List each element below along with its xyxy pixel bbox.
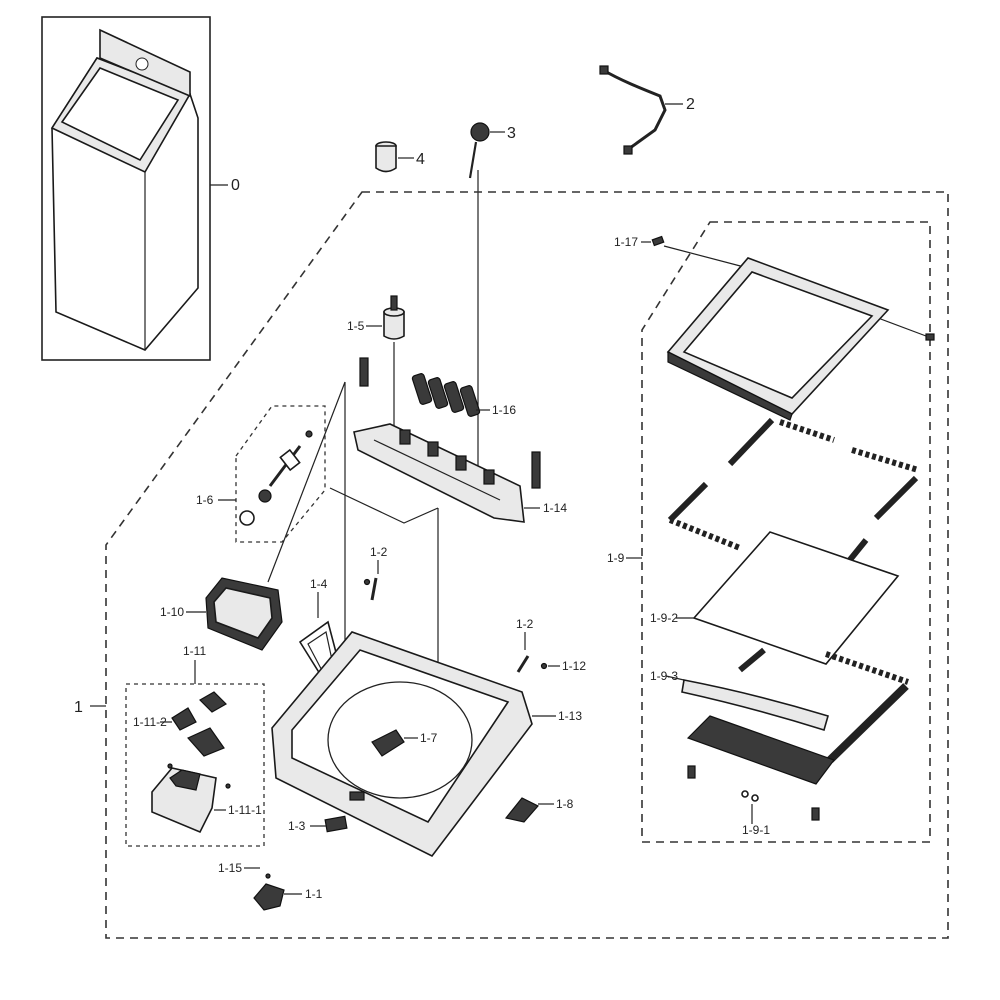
part-4-cap: 4 — [375, 141, 425, 173]
part-1-10: 1-10 — [160, 577, 283, 651]
callout-1-2-lower: 1-2 — [516, 617, 534, 631]
callout-1-7: 1-7 — [420, 731, 438, 745]
callout-1-9-3: 1-9-3 — [650, 669, 678, 683]
callout-1-8: 1-8 — [556, 797, 574, 811]
callout-1-17: 1-17 — [614, 235, 638, 249]
part-1-1: 1-1 — [253, 883, 323, 911]
part-1-14: 1-14 — [353, 423, 567, 680]
part-1-8: 1-8 — [504, 797, 574, 823]
bracket-right — [531, 451, 541, 489]
bracket-left — [359, 357, 369, 387]
callout-1-3: 1-3 — [288, 819, 306, 833]
callout-1-6: 1-6 — [196, 493, 214, 507]
part-1-7: 1-7 — [371, 729, 438, 757]
callout-1-5: 1-5 — [347, 319, 365, 333]
callout-1-16: 1-16 — [492, 403, 516, 417]
part-1-12: 1-12 — [540, 659, 586, 673]
callout-1-9: 1-9 — [607, 551, 625, 565]
callout-4: 4 — [416, 151, 425, 168]
part-1-9-group: 1-9 1-17 1-9-2 1-9-3 — [607, 221, 935, 843]
assembly-1-boundary — [105, 191, 949, 939]
part-1-16: 1-16 — [411, 373, 516, 417]
part-2-hose: 2 — [599, 65, 695, 155]
part-1-15: 1-15 — [218, 861, 271, 879]
callout-1-14: 1-14 — [543, 501, 567, 515]
callout-2: 2 — [686, 96, 695, 113]
part-1-11-group: 1-11 1-11-2 1-11-1 — [125, 644, 265, 847]
callout-1-9-2: 1-9-2 — [650, 611, 678, 625]
part-1-2-lower: 1-2 — [516, 617, 534, 673]
callout-1-13: 1-13 — [558, 709, 582, 723]
part-1-5: 1-5 — [347, 295, 405, 440]
callout-1: 1 — [74, 699, 83, 716]
callout-1-15: 1-15 — [218, 861, 242, 875]
callout-1-12: 1-12 — [562, 659, 586, 673]
part-1-3: 1-3 — [288, 815, 348, 833]
callout-1-2-upper: 1-2 — [370, 545, 388, 559]
callout-1-9-1: 1-9-1 — [742, 823, 770, 837]
washer-icon — [50, 28, 199, 351]
part-1-2-upper: 1-2 — [363, 545, 388, 601]
callout-1-1: 1-1 — [305, 887, 323, 901]
callout-1-11-1: 1-11-1 — [228, 803, 262, 817]
part-1-6-group: 1-6 — [196, 405, 326, 543]
callout-3: 3 — [507, 125, 516, 142]
washer-assembly-box: 0 — [41, 16, 240, 361]
callout-1-4: 1-4 — [310, 577, 328, 591]
part-3-valve: 3 — [468, 122, 516, 480]
callout-1-11-2: 1-11-2 — [133, 715, 167, 729]
callout-1-11: 1-11 — [183, 644, 206, 658]
callout-0: 0 — [231, 177, 240, 194]
callout-1-10: 1-10 — [160, 605, 184, 619]
